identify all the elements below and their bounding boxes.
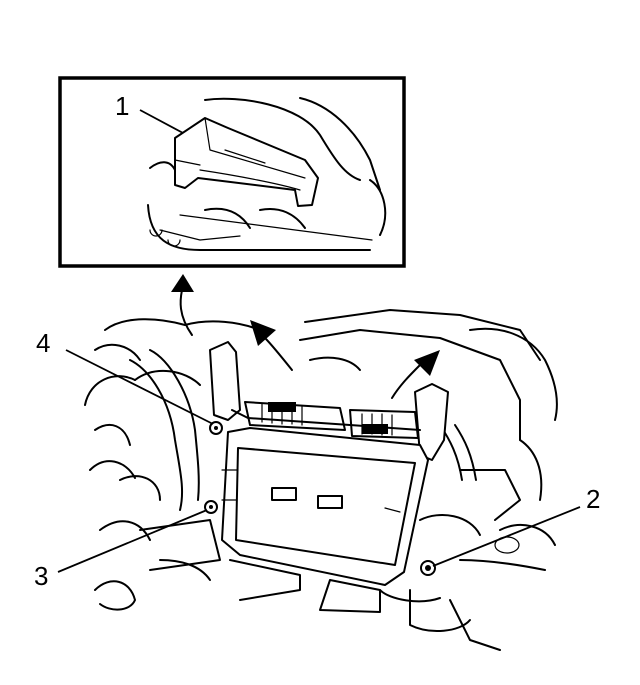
connector-cover-shape [174, 117, 319, 207]
engine-background [84, 309, 558, 651]
connector-brackets [209, 341, 449, 461]
callout-leaders [57, 109, 581, 573]
callout-4-label: 4 [36, 328, 50, 358]
ecm-module [221, 427, 429, 586]
callout-2-label: 2 [586, 484, 600, 514]
callout-1-label: 1 [115, 91, 129, 121]
detail-inset [58, 76, 406, 268]
callout-3-label: 3 [34, 561, 48, 591]
inset-arrow [171, 274, 194, 336]
removal-arrows [250, 320, 440, 399]
